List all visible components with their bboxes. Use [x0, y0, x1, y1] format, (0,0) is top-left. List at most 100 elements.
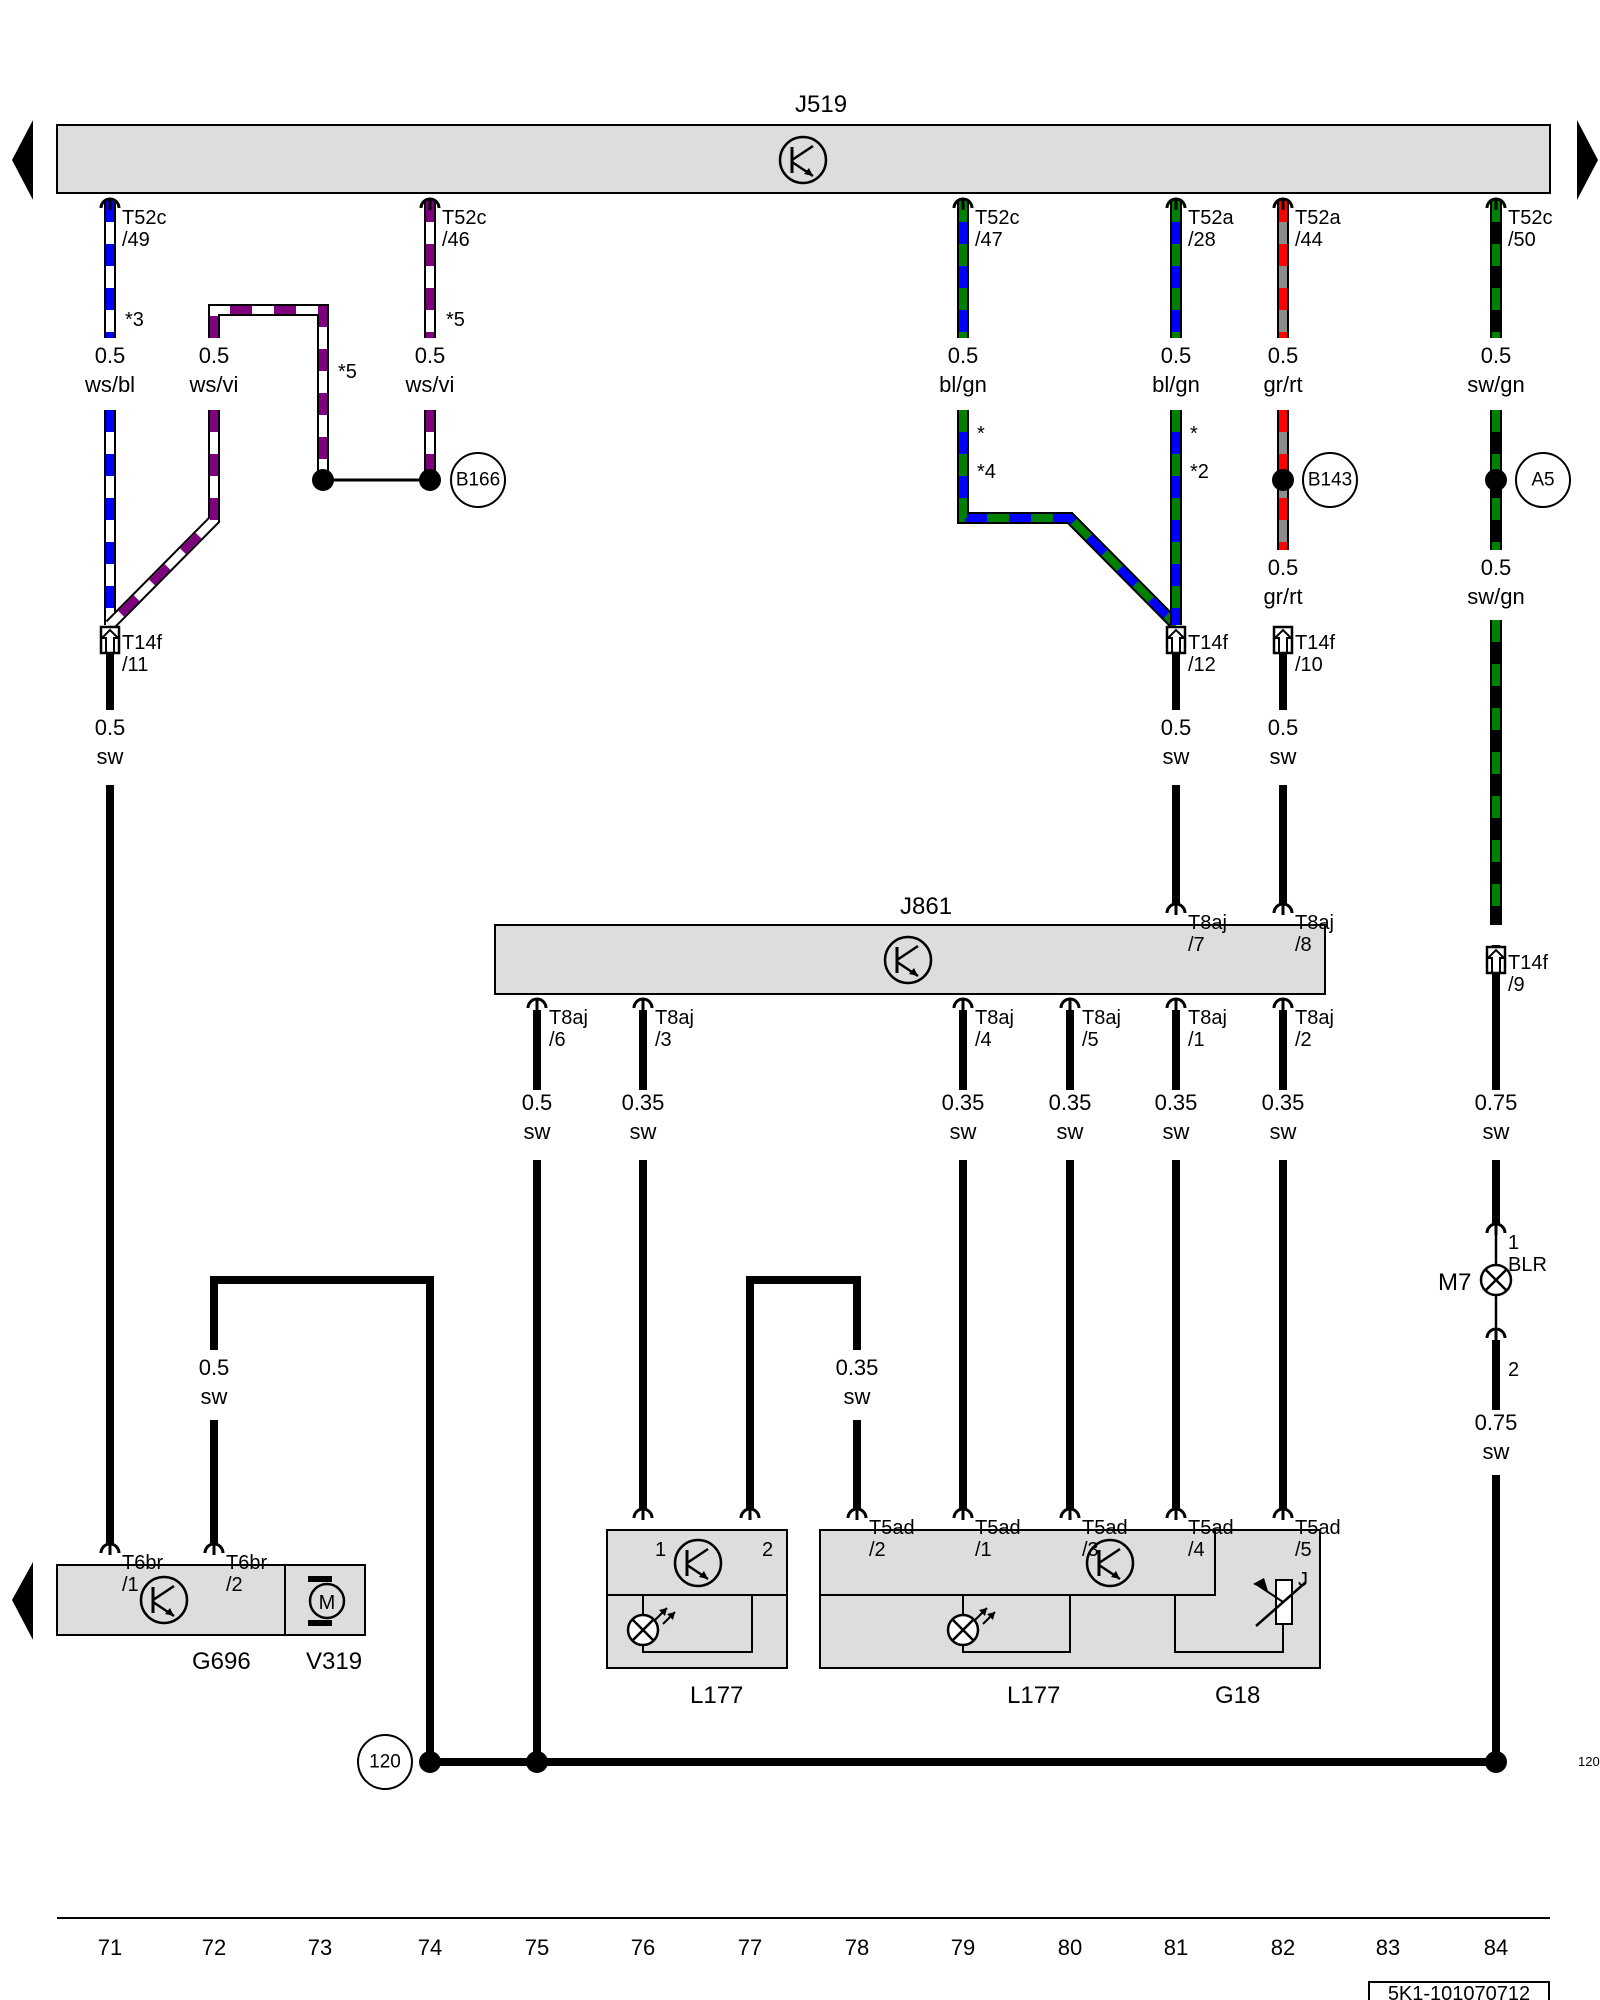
doc-number-box: 5K1-101070712 [1368, 1981, 1550, 2000]
m7-lamp-icon [1479, 1230, 1513, 1335]
connector-l177a-2: 2 [739, 1506, 773, 1561]
connector-name: T14f [1508, 952, 1548, 974]
connector-t52c-46: T52c/46 [419, 196, 486, 251]
fork-pin-icon [739, 1506, 761, 1522]
connector-t52a-44: T52a/44 [1272, 196, 1341, 251]
wire-color: sw [1163, 744, 1190, 769]
connector-t14f-11: T14f/11 [99, 625, 162, 676]
node-ground: 120 [357, 1734, 413, 1790]
connector-t5ad-3: T5ad/3 [1059, 1506, 1128, 1561]
wire-72-loop-ground [210, 1276, 434, 1762]
wire-label-w75: 0.5sw [522, 1090, 553, 1144]
connector-pin: /1 [975, 1539, 992, 1561]
connector-name: T52a [1188, 207, 1234, 229]
fork-pin-icon [1272, 196, 1294, 212]
wire-size: 0.35 [1155, 1090, 1198, 1115]
connector-pin: /5 [1082, 1029, 1099, 1051]
footnote-mark: * [1190, 423, 1198, 445]
connector-t52c-50: T52c/50 [1485, 196, 1552, 251]
wire-size: 0.5 [1481, 343, 1512, 368]
fork-pin-icon [1272, 1506, 1294, 1522]
connector-t8aj-1: T8aj/1 [1165, 996, 1227, 1051]
connector-t8aj-3: T8aj/3 [632, 996, 694, 1051]
wire-color: gr/rt [1263, 584, 1302, 609]
fork-pin-icon [1485, 196, 1507, 212]
connector-name: T8aj [655, 1007, 694, 1029]
wire-label-w79a: 0.5bl/gn [939, 343, 987, 397]
connector-name: T8aj [1188, 912, 1227, 934]
v319-label: V319 [306, 1648, 362, 1675]
wire-color: sw [1483, 1119, 1510, 1144]
connector-pin: /6 [549, 1029, 566, 1051]
column-number: 72 [202, 1935, 226, 1960]
m7-label: M7 [1438, 1269, 1471, 1296]
column-number: 74 [418, 1935, 442, 1960]
column-number: 71 [98, 1935, 122, 1960]
node-ground-label: 120 [369, 1752, 401, 1773]
connector-name: T14f [1295, 632, 1335, 654]
connector-pin: /4 [975, 1029, 992, 1051]
fork-pin-icon [952, 196, 974, 212]
fork-pin-icon [846, 1506, 868, 1522]
connector-pin: /9 [1508, 974, 1525, 996]
fork-pin-icon [632, 996, 654, 1012]
footnote-mark: *5 [338, 361, 357, 383]
node-b166-label: B166 [456, 470, 500, 491]
wire-color: bl/gn [939, 372, 987, 397]
connector-pin: /1 [122, 1574, 139, 1596]
connector-t14f-12: T14f/12 [1165, 625, 1228, 676]
column-number: 73 [308, 1935, 332, 1960]
connector-t6br-1: T6br/1 [99, 1541, 163, 1596]
wire-label-w81a: 0.5bl/gn [1152, 343, 1200, 397]
connector-pin: /7 [1188, 934, 1205, 956]
connector-pin: /4 [1188, 1539, 1205, 1561]
connector-name: T5ad [1188, 1517, 1234, 1539]
wire-size: 0.35 [1049, 1090, 1092, 1115]
connector-t14f-9: T14f/9 [1485, 945, 1548, 996]
wire-size: 0.5 [522, 1090, 553, 1115]
wire-color: ws/vi [189, 372, 239, 397]
splice-dot [312, 469, 334, 491]
node-b143: B143 [1302, 452, 1358, 508]
l177-left-lamp-icon [626, 1613, 660, 1647]
wire-size: 0.5 [415, 343, 446, 368]
fork-pin-icon [99, 196, 121, 212]
connector-pin: /2 [226, 1574, 243, 1596]
g696-left-arrow-icon[interactable] [12, 1562, 33, 1640]
wire-size: 0.5 [1481, 555, 1512, 580]
connector-name: T6br [122, 1552, 163, 1574]
column-number: 83 [1376, 1935, 1400, 1960]
wire-label-w84a: 0.5sw/gn [1467, 343, 1524, 397]
wire-color: sw [1057, 1119, 1084, 1144]
wire-label-w81b: 0.5sw [1161, 715, 1192, 769]
page-right-arrow-icon[interactable] [1577, 120, 1598, 200]
ground-dot [526, 1751, 548, 1773]
connector-name: T5ad [869, 1517, 915, 1539]
l177-label-right: L177 [1007, 1682, 1060, 1709]
page-left-arrow-icon[interactable] [12, 120, 33, 200]
column-number: 78 [845, 1935, 869, 1960]
wire-79-route [957, 410, 1181, 630]
footnote-mark: *2 [1190, 461, 1209, 483]
wire-color: sw/gn [1467, 584, 1524, 609]
svg-text:M: M [319, 1592, 336, 1614]
column-number: 77 [738, 1935, 762, 1960]
wire-size: 0.5 [95, 343, 126, 368]
connector-pin: /3 [655, 1029, 672, 1051]
connector-pin: /1 [1188, 1029, 1205, 1051]
fork-pin-icon [1165, 196, 1187, 212]
fork-pin-icon [99, 1541, 121, 1557]
connector-name: T52c [1508, 207, 1552, 229]
ground-dot [1485, 1751, 1507, 1773]
connector-pin: /28 [1188, 229, 1216, 251]
fork-pin-icon [526, 996, 548, 1012]
connector-name: T5ad [975, 1517, 1021, 1539]
g18-variable-resistor-icon [1253, 1578, 1307, 1627]
fork-pin-icon [632, 1506, 654, 1522]
g18-label: G18 [1215, 1682, 1260, 1709]
